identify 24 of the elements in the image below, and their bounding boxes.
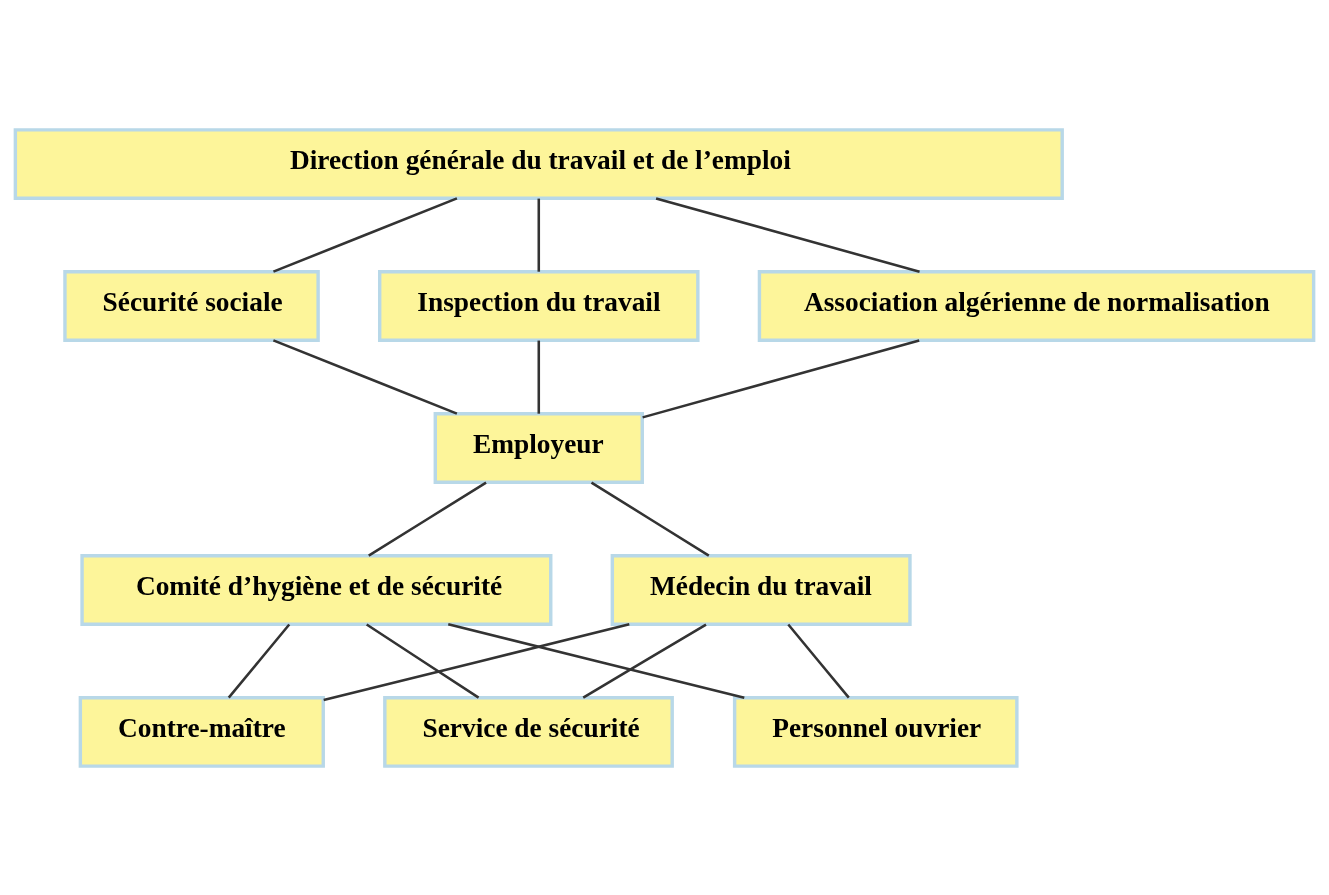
connector xyxy=(368,480,487,557)
connector xyxy=(447,622,745,699)
node-box: Comité d’hygiène et de sécurité xyxy=(80,553,553,626)
connector xyxy=(642,338,920,419)
connector xyxy=(590,480,710,557)
node-box: Employeur xyxy=(433,411,644,484)
node-box: Personnel ouvrier xyxy=(732,695,1019,768)
connector xyxy=(537,340,541,414)
connector xyxy=(655,196,920,273)
connector xyxy=(582,622,707,699)
connector xyxy=(787,623,850,698)
node-box: Sécurité sociale xyxy=(63,269,320,342)
node-box: Médecin du travail xyxy=(610,553,912,626)
node-box: Inspection du travail xyxy=(378,269,700,342)
connector xyxy=(537,198,541,272)
node-box: Service de sécurité xyxy=(383,695,674,768)
node-box: Direction générale du travail et de l’emploi xyxy=(13,127,1064,200)
node-box: Contre-maître xyxy=(78,695,325,768)
connector xyxy=(272,338,458,415)
connector xyxy=(272,196,458,273)
node-box: Association algérienne de normalisation xyxy=(757,269,1316,342)
connector xyxy=(227,623,291,698)
connector xyxy=(323,622,630,701)
connector xyxy=(365,622,480,699)
